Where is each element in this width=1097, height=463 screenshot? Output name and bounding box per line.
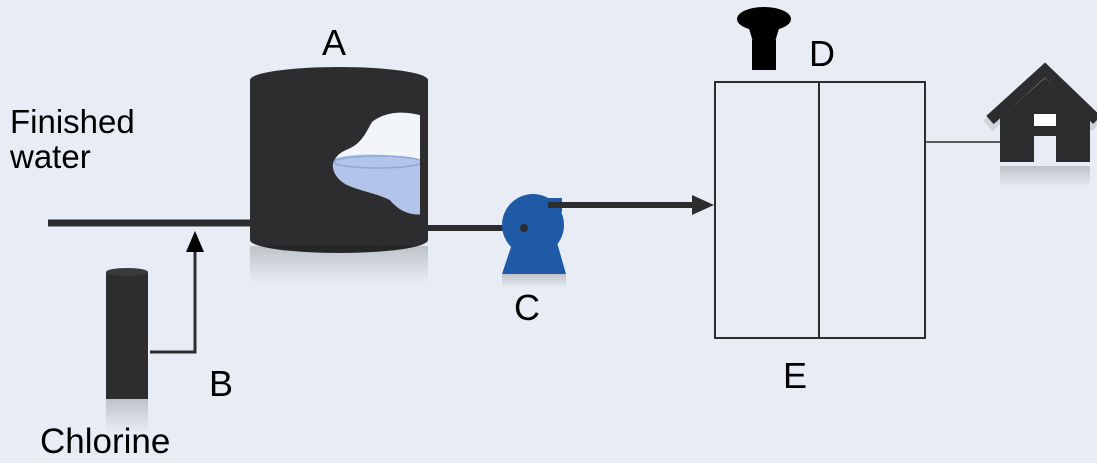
label-finished-water-line2: water (10, 138, 91, 175)
faucet-icon (737, 7, 791, 70)
house-icon (983, 62, 1097, 188)
tank-icon (250, 67, 428, 284)
label-e: E (783, 355, 808, 396)
pump-icon (502, 194, 566, 288)
label-chlorine: Chlorine (40, 422, 171, 461)
cylinder-icon (106, 268, 148, 433)
label-b: B (209, 363, 234, 404)
label-d: D (809, 33, 835, 74)
tank-water (332, 154, 423, 215)
label-c: C (514, 287, 540, 328)
label-a: A (322, 22, 347, 63)
chlorine-feed-line (150, 248, 197, 354)
label-finished-water-line1: Finished (10, 103, 135, 140)
discharge-arrow (692, 195, 714, 215)
chlorine-feed-arrow (186, 231, 204, 252)
